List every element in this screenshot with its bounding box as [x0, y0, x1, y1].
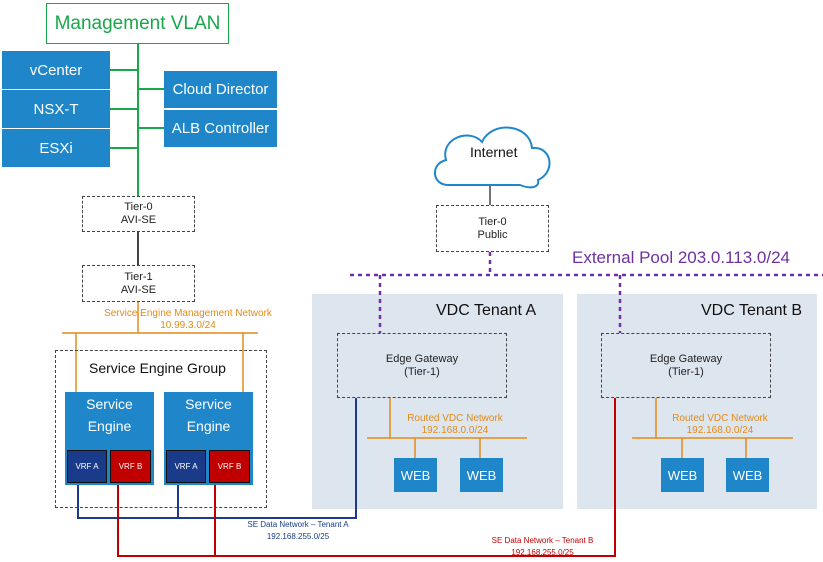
- alb-controller-box: ALB Controller: [164, 110, 277, 147]
- alb-controller-label: ALB Controller: [171, 120, 270, 137]
- tenant-a-web-2: WEB: [460, 458, 503, 492]
- management-vlan-title: Management VLAN: [54, 12, 221, 34]
- nsxt-label: NSX-T: [33, 100, 79, 118]
- se1-line1: Service: [86, 396, 133, 412]
- tier0-public-box: Tier-0 Public: [436, 205, 549, 252]
- se-data-net-a-line: [77, 398, 357, 519]
- tenant-a-title: VDC Tenant A: [436, 302, 537, 319]
- tier0-avi-line1: Tier-0: [124, 201, 153, 213]
- tenant-a-panel: VDC Tenant A: [312, 294, 563, 509]
- nsxt-box: NSX-T: [2, 90, 110, 128]
- service-engine-1: Service Engine VRF A VRF B: [65, 392, 154, 485]
- se1-line2: Engine: [87, 418, 132, 434]
- tier1-avi-line2: AVI-SE: [120, 283, 157, 296]
- seg-title: Service Engine Group: [89, 360, 226, 376]
- se-data-net-a-cidr: 192.168.255.0/25: [266, 532, 330, 541]
- internet-cloud-shape: [434, 126, 551, 189]
- tenant-b-gw-line2: (Tier-1): [668, 365, 704, 378]
- se-data-net-b-name: SE Data Network – Tenant B: [491, 536, 594, 545]
- se-data-net-b-label: SE Data Network – Tenant B 192.168.255.0…: [475, 535, 610, 559]
- se-data-net-b-line: [117, 398, 616, 557]
- tier0-public-line2: Public: [477, 228, 508, 241]
- tenant-a-gw-line1: Edge Gateway: [385, 352, 459, 365]
- se-mgmt-network-label: Service Engine Management Network 10.99.…: [88, 308, 288, 332]
- tenant-a-web-1: WEB: [394, 458, 437, 492]
- esxi-label: ESXi: [39, 139, 73, 157]
- vcenter-box: vCenter: [2, 51, 110, 89]
- tier0-avi-se-box: Tier-0 AVI-SE: [82, 196, 195, 232]
- se1-vrf-b: VRF B: [110, 450, 151, 483]
- tenant-a-net-name: Routed VDC Network: [407, 413, 503, 424]
- tenant-b-title: VDC Tenant B: [701, 302, 803, 319]
- se-mgmt-network-cidr: 10.99.3.0/24: [160, 320, 216, 331]
- se-mgmt-network-name: Service Engine Management Network: [104, 308, 272, 319]
- se2-line2: Engine: [186, 418, 231, 434]
- tier1-avi-se-box: Tier-1 AVI-SE: [82, 265, 195, 302]
- se-data-net-a-name: SE Data Network – Tenant A: [247, 520, 349, 529]
- vcenter-label: vCenter: [29, 61, 83, 79]
- tenant-b-edge-gateway: Edge Gateway (Tier-1): [601, 333, 771, 398]
- tenant-a-gw-line2: (Tier-1): [404, 365, 440, 378]
- tenant-a-edge-gateway: Edge Gateway (Tier-1): [337, 333, 507, 398]
- tenant-b-web-1: WEB: [661, 458, 704, 492]
- cloud-director-box: Cloud Director: [164, 71, 277, 108]
- tier1-avi-line1: Tier-1: [124, 270, 153, 283]
- service-engine-2: Service Engine VRF A VRF B: [164, 392, 253, 485]
- tenant-b-gw-line1: Edge Gateway: [649, 352, 723, 365]
- se2-vrf-b: VRF B: [209, 450, 250, 483]
- se-data-net-a-label: SE Data Network – Tenant A 192.168.255.0…: [228, 519, 368, 543]
- tenant-b-net-cidr: 192.168.0.0/24: [686, 425, 754, 436]
- internet-label: Internet: [470, 144, 518, 160]
- external-pool-label: External Pool 203.0.113.0/24: [572, 248, 791, 267]
- management-vlan-box: Management VLAN: [46, 3, 229, 44]
- tenant-a-net-label: Routed VDC Network 192.168.0.0/24: [380, 413, 530, 437]
- se2-vrf-a: VRF A: [166, 450, 206, 483]
- cloud-director-label: Cloud Director: [172, 81, 269, 98]
- service-engine-group-box: Service Engine Group: [55, 350, 267, 508]
- tenant-b-net-name: Routed VDC Network: [672, 413, 768, 424]
- se1-vrf-a: VRF A: [67, 450, 107, 483]
- se2-line1: Service: [185, 396, 232, 412]
- tier0-public-line1: Tier-0: [478, 215, 507, 228]
- tenant-b-net-label: Routed VDC Network 192.168.0.0/24: [645, 413, 795, 437]
- esxi-box: ESXi: [2, 129, 110, 167]
- tenant-a-net-cidr: 192.168.0.0/24: [421, 425, 489, 436]
- se-data-net-b-cidr: 192.168.255.0/25: [511, 548, 574, 557]
- tenant-b-web-2: WEB: [726, 458, 769, 492]
- tier0-avi-line2: AVI-SE: [120, 214, 157, 226]
